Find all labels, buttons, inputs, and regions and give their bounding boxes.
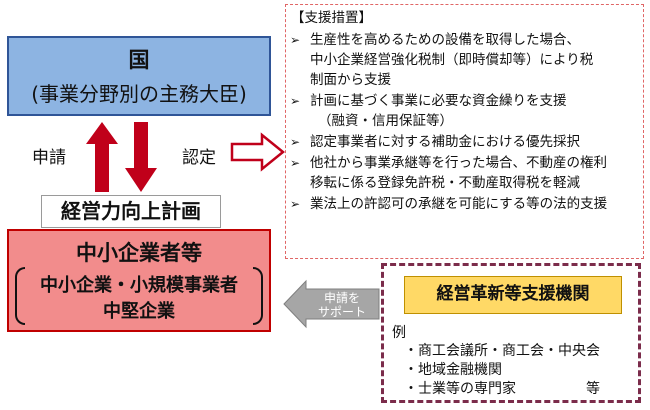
apply-support-text-1: 申請を [324, 291, 360, 305]
approve-label: 認定 [182, 148, 216, 168]
management-plan-label: 経営力向上計画 [41, 195, 221, 228]
apply-support-text-2: サポート [318, 305, 366, 319]
approve-arrow-down [125, 122, 157, 192]
support-measures-box: 【支援措置】 ➢ 生産性を高めるための設備を取得した場合、 中小企業経営強化税制… [285, 4, 644, 259]
measure-item: ➢ 他社から事業承継等を行った場合、不動産の権利 移転に係る登録免許税・不動産取… [290, 155, 607, 191]
government-subtitle: (事業分野別の主務大臣) [31, 82, 247, 106]
sme-title: 中小企業者等 [76, 241, 202, 265]
left-bracket [15, 267, 25, 325]
support-organization-title: 経営革新等支援機関 [404, 276, 622, 314]
example-label: 例 [392, 325, 406, 341]
sme-line2: 中堅企業 [103, 301, 175, 322]
support-measures-list: ➢ 生産性を高めるための設備を取得した場合、 中小企業経営強化税制（即時償却等）… [290, 30, 639, 215]
measures-arrow [230, 132, 285, 172]
apply-label: 申請 [32, 148, 66, 168]
measure-item: ➢ 認定事業者に対する補助金における優先採択 [290, 134, 580, 150]
measure-item: ➢ 計画に基づく事業に必要な資金繰りを支援 （融資・信用保証等） [290, 93, 567, 129]
apply-approve-arrows [86, 122, 157, 192]
sme-box: 中小企業者等 中小企業・小規模事業者 中堅企業 [7, 229, 271, 332]
government-box: 国 (事業分野別の主務大臣) [7, 36, 271, 116]
org-item: ・商工会議所・商工会・中央会 [404, 343, 600, 359]
arrow-bullet-icon: ➢ [290, 135, 301, 149]
apply-arrow-up [86, 122, 118, 192]
measure-item: ➢ 生産性を高めるための設備を取得した場合、 中小企業経営強化税制（即時償却等）… [290, 32, 594, 88]
etc-label: 等 [586, 381, 600, 397]
support-measures-title: 【支援措置】 [291, 10, 372, 26]
arrow-bullet-icon: ➢ [290, 197, 301, 211]
arrow-bullet-icon: ➢ [290, 94, 301, 108]
org-item: ・地域金融機関 [404, 362, 502, 378]
apply-support-arrow: 申請を サポート [283, 279, 380, 329]
sme-line1: 中小企業・小規模事業者 [40, 275, 238, 296]
measure-item: ➢ 業法上の許認可の承継を可能にする等の法的支援 [290, 196, 608, 212]
government-title: 国 [128, 48, 150, 72]
arrow-bullet-icon: ➢ [290, 33, 301, 47]
arrow-bullet-icon: ➢ [290, 156, 301, 170]
org-item: ・士業等の専門家 [404, 381, 516, 397]
support-organization-box: 経営革新等支援機関 例 ・商工会議所・商工会・中央会 ・地域金融機関 ・士業等の… [381, 263, 641, 403]
